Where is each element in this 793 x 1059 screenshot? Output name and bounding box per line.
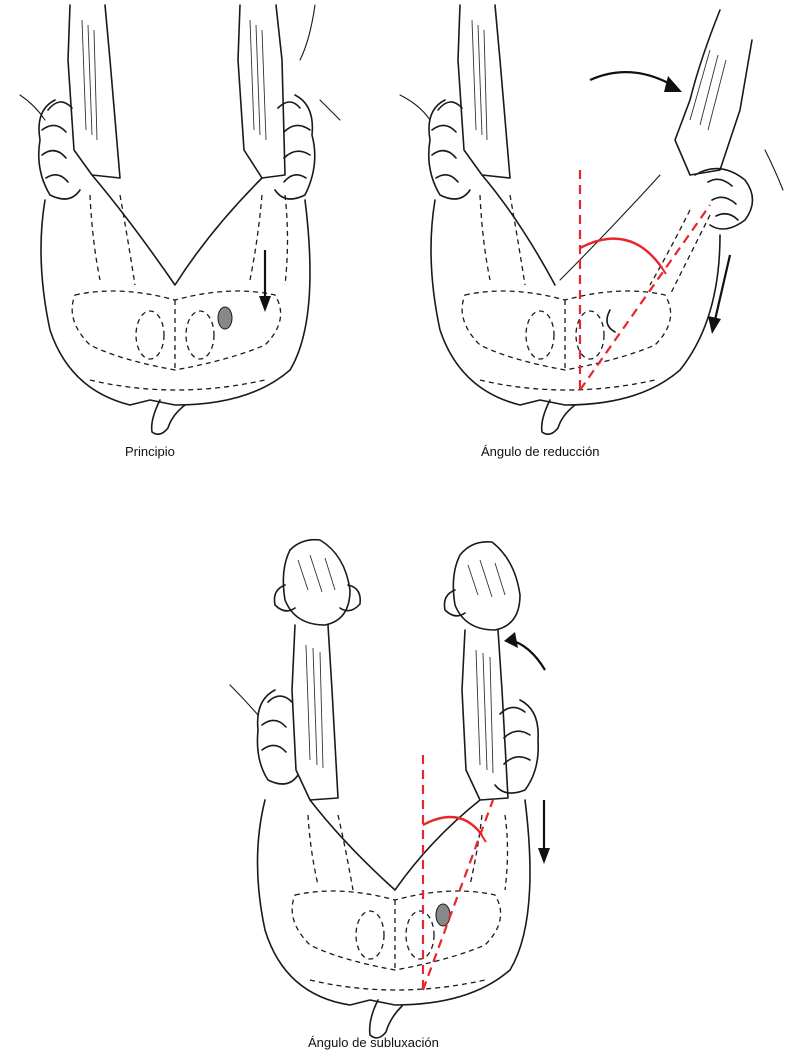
abducted-limb <box>675 10 752 175</box>
down-arrow-icon <box>259 296 271 312</box>
rotation-arrow-icon <box>664 76 682 92</box>
femoral-axis-line <box>580 205 710 390</box>
pelvis-dashed <box>72 291 280 370</box>
down-arrow-icon <box>538 848 550 864</box>
rotation-arrow-icon <box>504 632 518 648</box>
figure-principio: Principio <box>0 0 380 470</box>
femoral-head <box>436 904 450 926</box>
right-hand <box>275 95 315 199</box>
principio-illustration <box>0 0 380 470</box>
right-hand <box>695 169 753 229</box>
reduccion-illustration <box>390 0 793 470</box>
femoral-axis-line <box>423 800 493 990</box>
femoral-head <box>218 307 232 329</box>
right-limb-outline <box>238 5 285 178</box>
subluxation-angle-arc <box>423 817 482 835</box>
caption-principio: Principio <box>125 444 175 459</box>
caption-angulo-subluxacion: Ángulo de subluxación <box>308 1035 439 1050</box>
down-arrow-icon <box>708 316 721 334</box>
subluxacion-illustration <box>210 530 590 1055</box>
caption-angulo-reduccion: Ángulo de reducción <box>481 444 600 459</box>
figure-angulo-subluxacion: Ángulo de subluxación <box>210 530 590 1055</box>
figure-angulo-reduccion: Ángulo de reducción <box>390 0 793 470</box>
left-paw <box>283 540 350 625</box>
right-paw <box>453 542 520 630</box>
reduction-angle-arc <box>580 239 662 268</box>
